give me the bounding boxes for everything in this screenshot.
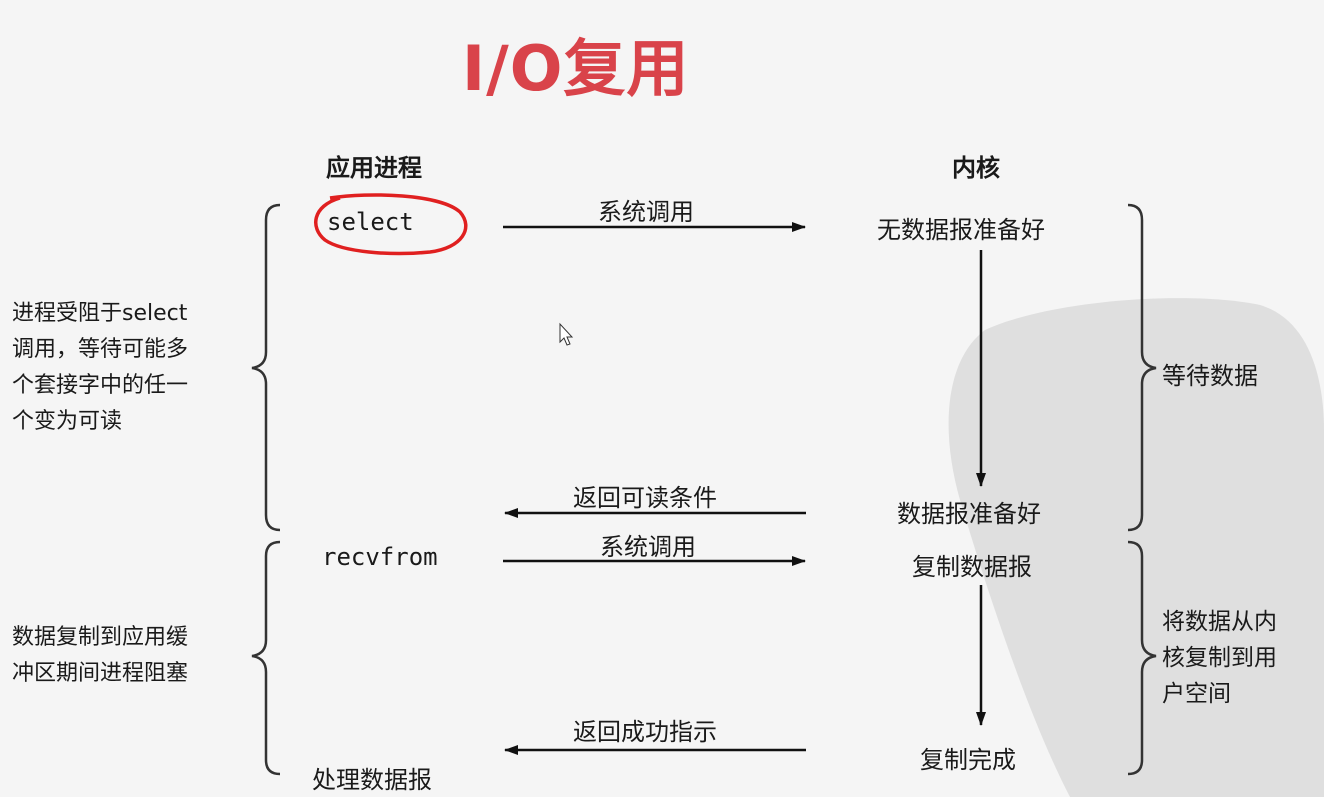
highlight-circle	[314, 193, 468, 256]
kernel-copy-datagram-label: 复制数据报	[912, 553, 1032, 581]
right-brace-wait	[1127, 203, 1157, 532]
syscall-label-2: 系统调用	[600, 533, 696, 561]
note-line: 户空间	[1162, 681, 1231, 707]
kernel-header: 内核	[952, 154, 1000, 182]
note-line: 进程受阻于select	[12, 301, 188, 326]
syscall-label-1: 系统调用	[598, 198, 694, 226]
note-wait-data: 等待数据	[1162, 362, 1258, 390]
select-call-label: select	[327, 208, 414, 236]
note-copy-blocked: 数据复制到应用缓 冲区期间进程阻塞	[12, 620, 262, 692]
note-line: 个套接字中的任一	[12, 373, 189, 398]
page-title: I/O复用	[462, 32, 690, 105]
mouse-cursor-icon	[559, 322, 574, 346]
note-line: 调用，等待可能多	[12, 337, 189, 362]
note-select-blocked: 进程受阻于select 调用，等待可能多 个套接字中的任一 个变为可读	[12, 296, 262, 440]
note-kernel-to-user-copy: 将数据从内 核复制到用 户空间	[1162, 604, 1322, 712]
kernel-no-datagram-label: 无数据报准备好	[877, 216, 1045, 244]
kernel-datagram-ready-label: 数据报准备好	[897, 500, 1041, 528]
right-brace-copy	[1127, 540, 1157, 776]
note-line: 核复制到用	[1162, 645, 1277, 671]
note-line: 个变为可读	[12, 409, 123, 434]
left-brace-copy	[251, 540, 281, 776]
app-process-header: 应用进程	[326, 154, 422, 182]
kernel-copy-done-label: 复制完成	[920, 746, 1016, 774]
watermark-seal	[948, 298, 1324, 797]
note-line: 数据复制到应用缓	[12, 625, 189, 650]
return-success-label: 返回成功指示	[573, 718, 717, 746]
process-datagram-label: 处理数据报	[312, 766, 432, 794]
return-readable-label: 返回可读条件	[573, 484, 717, 512]
recvfrom-call-label: recvfrom	[322, 543, 438, 571]
left-brace-select	[251, 203, 281, 532]
note-line: 将数据从内	[1162, 609, 1277, 635]
note-line: 冲区期间进程阻塞	[12, 661, 189, 686]
